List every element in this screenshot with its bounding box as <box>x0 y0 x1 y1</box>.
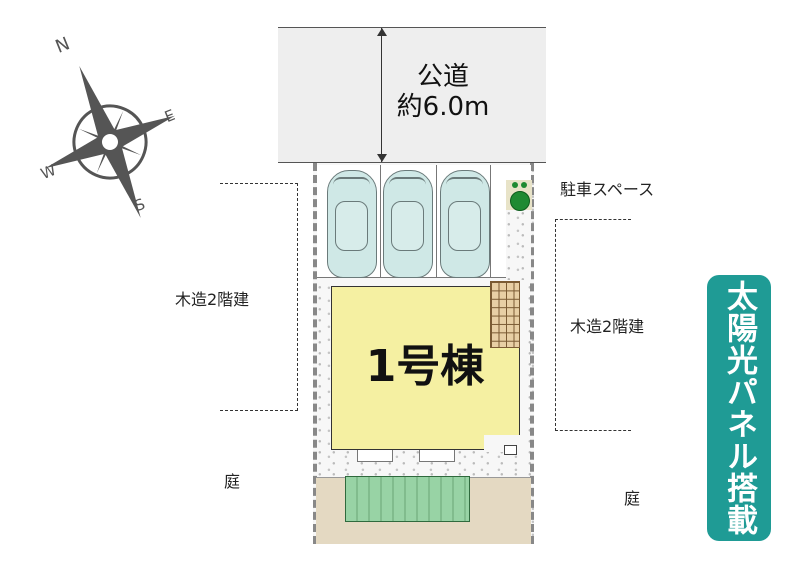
car-icon <box>440 170 490 278</box>
public-road <box>278 27 546 163</box>
solar-panel-badge-text: 太陽光パネル搭載 <box>721 280 757 536</box>
compass-rose-icon <box>45 65 175 219</box>
shrub-icon <box>521 182 527 188</box>
tree-icon <box>510 191 530 211</box>
entrance-step <box>357 450 393 462</box>
road-width-dimension-line <box>381 28 382 162</box>
house-name: 1号棟 <box>365 341 485 392</box>
solar-deck-grid <box>490 281 520 348</box>
gravel-path <box>506 210 531 280</box>
house-footprint <box>331 286 520 450</box>
car-icon <box>327 170 377 278</box>
neighbor-left-label: 木造2階建 <box>175 290 250 309</box>
garden-left-label: 庭 <box>224 472 241 491</box>
parking-bay-divider <box>317 165 381 277</box>
road-width: 約6.0m <box>396 92 490 122</box>
entrance-step <box>419 450 455 462</box>
parking-bay-divider <box>381 165 437 277</box>
car-icon <box>383 170 433 278</box>
utility-box <box>504 445 517 455</box>
arrow-up-icon <box>377 28 387 36</box>
parking-bay-divider <box>437 165 491 277</box>
parking-space-label: 駐車スペース <box>560 180 655 199</box>
road-name: 公道 <box>416 62 469 92</box>
solar-panel-badge: 太陽光パネル搭載 <box>707 275 771 541</box>
road-label: 公道 約6.0m <box>388 62 498 122</box>
shrub-icon <box>512 182 518 188</box>
arrow-down-icon <box>377 154 387 162</box>
lawn-area <box>345 476 470 522</box>
neighbor-building-right <box>555 219 631 431</box>
neighbor-building-left <box>220 183 298 411</box>
garden-right-label: 庭 <box>624 489 641 508</box>
neighbor-right-label: 木造2階建 <box>570 317 645 336</box>
